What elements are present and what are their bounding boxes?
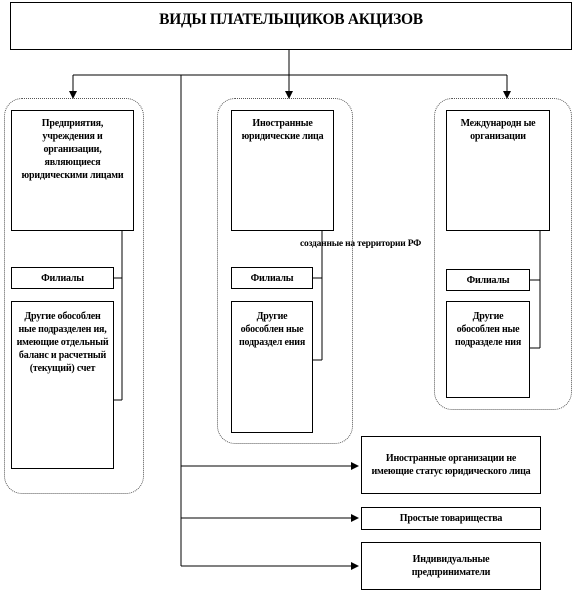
group3-branch-box: Филиалы — [446, 269, 530, 291]
diagram-title-text: ВИДЫ ПЛАТЕЛЬЩИКОВ АКЦИЗОВ — [159, 11, 423, 28]
group2-branch-label: Филиалы — [250, 272, 294, 284]
foreign-orgs-label: Иностранные организации не имеющие стату… — [371, 453, 531, 477]
group3-main-label: Международн ые организации — [460, 118, 536, 142]
group2-sub-box: Другие обособлен ные подраздел ения — [231, 301, 313, 433]
group2-outline — [217, 98, 353, 444]
group2-main-label: Иностранные юридические лица — [241, 118, 324, 142]
group1-main-box: Предприятия, учреждения и организации, я… — [11, 110, 134, 231]
diagram-title: ВИДЫ ПЛАТЕЛЬЩИКОВ АКЦИЗОВ — [10, 2, 572, 50]
group3-outline — [434, 98, 572, 410]
group3-main-box: Международн ые организации — [446, 110, 550, 231]
group3-sub-box: Другие обособлен ные подразделе ния — [446, 301, 530, 398]
group2-sub-label: Другие обособлен ные подраздел ения — [238, 311, 306, 348]
created-in-rf-label: созданные на территории РФ — [300, 239, 422, 249]
group1-main-label: Предприятия, учреждения и организации, я… — [21, 118, 124, 181]
group1-sub-box: Другие обособлен ные подразделен ия, име… — [11, 301, 114, 469]
foreign-orgs-box: Иностранные организации не имеющие стату… — [361, 436, 541, 494]
group3-sub-label: Другие обособлен ные подразделе ния — [454, 311, 522, 348]
group2-main-box: Иностранные юридические лица — [231, 110, 334, 231]
group1-outline — [4, 98, 144, 494]
entrepreneurs-label: Индивидуальные предприниматели — [411, 554, 491, 578]
group1-sub-label: Другие обособлен ные подразделен ия, име… — [16, 311, 109, 374]
partnerships-label: Простые товарищества — [399, 513, 503, 524]
group1-branch-box: Филиалы — [11, 267, 114, 289]
entrepreneurs-box: Индивидуальные предприниматели — [361, 542, 541, 590]
group3-branch-label: Филиалы — [466, 274, 510, 286]
partnerships-box: Простые товарищества — [361, 507, 541, 530]
group2-branch-box: Филиалы — [231, 267, 313, 289]
group1-branch-label: Филиалы — [41, 272, 84, 284]
